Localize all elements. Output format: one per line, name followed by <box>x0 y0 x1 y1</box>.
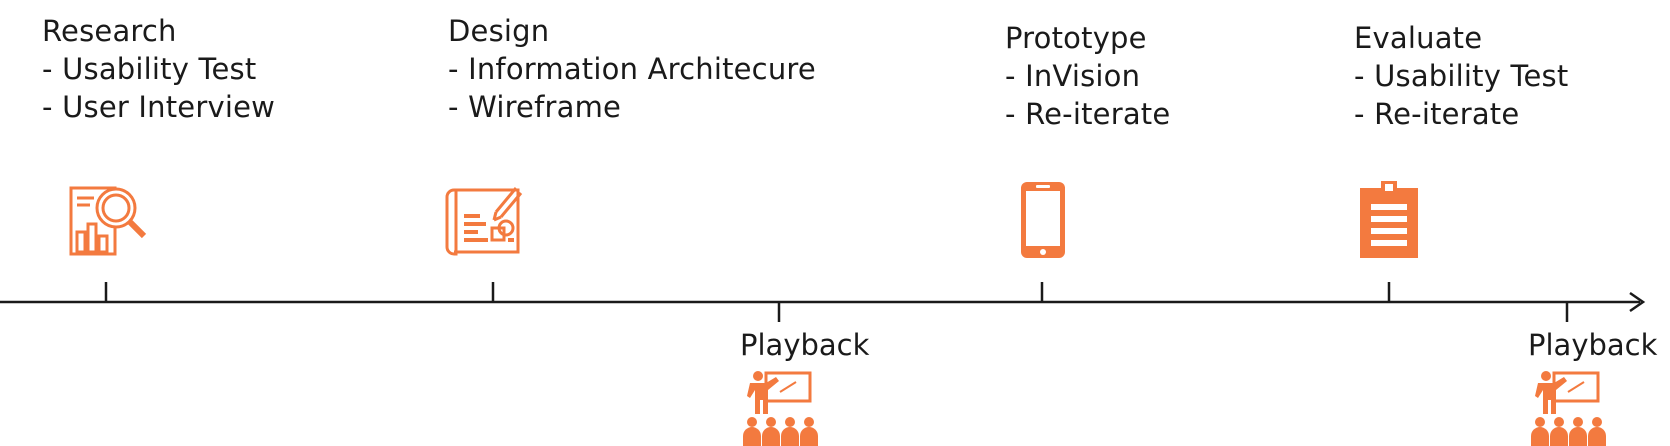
playback-label-2: Playback <box>1528 328 1658 362</box>
phase-item: - Re-iterate <box>1005 97 1171 131</box>
blueprint-design-icon <box>445 187 523 256</box>
smartphone-icon <box>1021 182 1065 258</box>
clipboard-icon <box>1360 181 1418 258</box>
phase-evaluate: Evaluate - Usability Test - Re-iterate <box>1354 19 1568 133</box>
presentation-audience-icon <box>743 371 818 446</box>
phase-research: Research - Usability Test - User Intervi… <box>42 12 275 126</box>
playback-label-1: Playback <box>740 328 870 362</box>
phase-item: - Wireframe <box>448 90 622 124</box>
phase-item: - InVision <box>1005 59 1141 93</box>
phase-item: - Information Architecure <box>448 52 816 86</box>
research-analytics-icon <box>69 186 147 256</box>
phase-item: - User Interview <box>42 90 276 124</box>
phase-title: Prototype <box>1005 21 1147 55</box>
phase-item: - Usability Test <box>1354 59 1569 93</box>
phase-title: Research <box>42 14 177 48</box>
phase-item: - Re-iterate <box>1354 97 1520 131</box>
phase-prototype: Prototype - InVision - Re-iterate <box>1005 19 1170 133</box>
phase-item: - Usability Test <box>42 52 257 86</box>
phase-title: Evaluate <box>1354 21 1483 55</box>
presentation-audience-icon <box>1531 371 1606 446</box>
phase-design: Design - Information Architecure - Wiref… <box>448 12 816 126</box>
phase-title: Design <box>448 14 550 48</box>
